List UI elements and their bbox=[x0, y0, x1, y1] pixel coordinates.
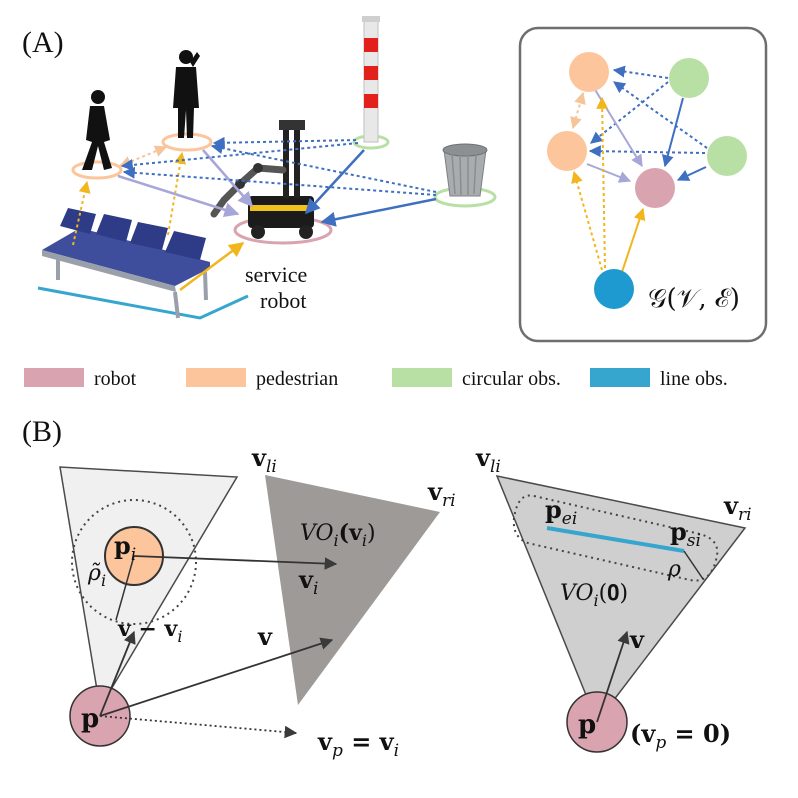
rho-i-label: ρ̃i bbox=[87, 561, 106, 590]
v-li-label: vli bbox=[251, 443, 277, 477]
legend-label-line-obs: line obs. bbox=[660, 368, 728, 390]
velocity-obstacle-region bbox=[265, 475, 440, 705]
collision-cone bbox=[59, 466, 239, 711]
vo-line-diagram: vli vri pei psi ρ VOi(𝟎) v p (vp = 𝟎) bbox=[475, 443, 752, 753]
inflated-line-boundary bbox=[512, 494, 719, 582]
vo-zero-label: VOi(𝟎) bbox=[560, 581, 628, 610]
v-i-label: vi bbox=[298, 565, 318, 599]
graph-node-line-obs bbox=[594, 269, 634, 309]
v-ri-label-right: vri bbox=[723, 491, 752, 525]
graph-node-robot bbox=[635, 168, 675, 208]
bench-ped1-arrow bbox=[72, 180, 91, 246]
graph-box bbox=[518, 26, 768, 343]
panel-a-label: (A) bbox=[22, 26, 64, 59]
bench-robot-arrow bbox=[179, 241, 245, 292]
rho-label: ρ bbox=[667, 557, 681, 582]
bollard-ped1-arrow bbox=[120, 142, 359, 171]
person-walking-icon bbox=[82, 90, 112, 170]
legend-label-circular-obs: circular obs. bbox=[462, 368, 561, 390]
graph-node-pedestrian-2 bbox=[547, 131, 587, 171]
trash-ped2-arrow bbox=[210, 142, 437, 193]
legend-swatch-circular-obs bbox=[392, 368, 452, 387]
rho-distance-line bbox=[683, 550, 704, 580]
v-label-right: v bbox=[629, 625, 645, 654]
p-si-label: psi bbox=[670, 517, 701, 551]
person-standing-icon bbox=[173, 50, 200, 138]
legend-swatch-pedestrian bbox=[186, 368, 246, 387]
bench-line-obstacle bbox=[37, 286, 249, 320]
legend-swatch-robot bbox=[24, 368, 84, 387]
service-robot-caption-line1: service bbox=[245, 262, 307, 287]
v-arrow-right bbox=[596, 630, 630, 723]
p-i-label: pi bbox=[114, 531, 136, 565]
graph-node-circular-2 bbox=[707, 136, 747, 176]
inflated-radius-circle bbox=[71, 499, 197, 625]
scene-interaction-arrows bbox=[72, 136, 437, 292]
legend: robot pedestrian circular obs. line obs. bbox=[24, 368, 728, 390]
line-velocity-obstacle-region bbox=[495, 474, 747, 724]
legend-label-robot: robot bbox=[94, 368, 137, 390]
rho-radius-line bbox=[115, 555, 135, 621]
v-arrow bbox=[99, 637, 334, 717]
ped2-robot-arrow bbox=[202, 149, 253, 208]
striped-bollard-icon bbox=[362, 16, 380, 143]
service-robot-icon bbox=[210, 120, 314, 239]
bollard-robot-arrow bbox=[304, 149, 365, 215]
ped1-robot-arrow bbox=[117, 174, 240, 218]
pedestrian-1-marker bbox=[71, 160, 123, 180]
service-robot-caption-line2: robot bbox=[260, 288, 306, 313]
trash-ped1-arrow bbox=[122, 166, 437, 196]
p-ei-label: pei bbox=[545, 495, 577, 529]
v-label: v bbox=[257, 622, 273, 651]
v-p-equals-v-i-label: vp = vi bbox=[317, 727, 399, 761]
panel-b-label: (B) bbox=[22, 415, 62, 448]
graph-node-circular-1 bbox=[669, 58, 709, 98]
legend-swatch-line-obs bbox=[590, 368, 650, 387]
v-i-arrow bbox=[133, 555, 338, 570]
graph-node-pedestrian-1 bbox=[569, 52, 609, 92]
vo-circular-diagram: vli vri pi ρ̃i VOi(vi) vi v − vi v p vp … bbox=[59, 443, 456, 761]
v-p-equals-zero-label: (vp = 𝟎) bbox=[630, 719, 731, 753]
trash-can-icon bbox=[442, 143, 488, 197]
v-ri-label: vri bbox=[427, 477, 456, 511]
graph-panel: 𝒢(𝒱, ℰ) bbox=[518, 26, 768, 343]
legend-label-pedestrian: pedestrian bbox=[256, 368, 338, 390]
graph-label: 𝒢(𝒱, ℰ) bbox=[648, 284, 740, 314]
v-minus-vi-arrow bbox=[99, 630, 136, 717]
p-label: p bbox=[81, 704, 99, 734]
bench-ped2-arrow bbox=[167, 151, 187, 236]
v-minus-vi-label: v − vi bbox=[117, 616, 182, 646]
v-li-label-right: vli bbox=[475, 443, 501, 477]
line-obstacle-segment bbox=[546, 526, 685, 553]
vo-vi-label: VOi(vi) bbox=[300, 520, 376, 550]
trash-robot-arrow bbox=[320, 197, 437, 227]
p-label-right: p bbox=[578, 710, 596, 740]
bench-icon bbox=[42, 208, 210, 319]
